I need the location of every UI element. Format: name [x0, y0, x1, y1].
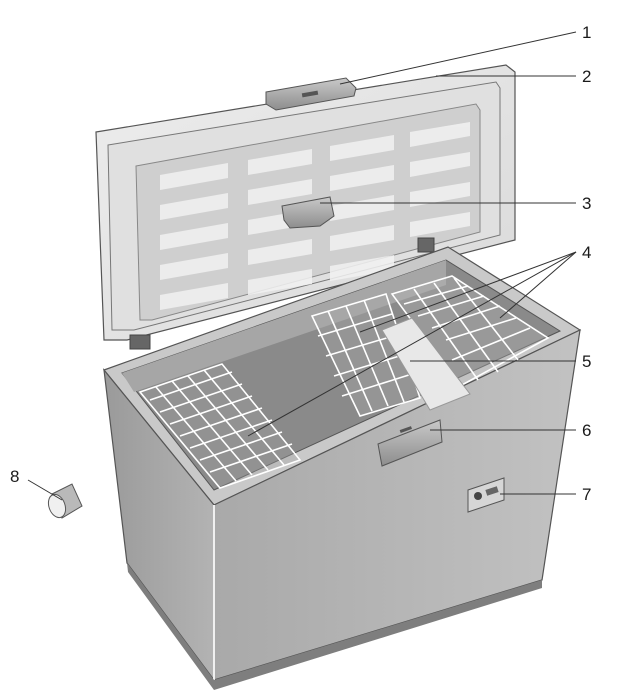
leader-line-4c — [499, 251, 577, 319]
leader-line-4b — [359, 251, 577, 333]
callout-1: 1 — [582, 23, 591, 42]
callout-4: 4 — [582, 243, 591, 262]
callout-2: 2 — [582, 67, 591, 86]
lid — [95, 64, 516, 350]
right-hinge — [417, 237, 435, 253]
callout-5: 5 — [582, 352, 591, 371]
callout-6: 6 — [582, 421, 591, 440]
front-handle[interactable] — [377, 419, 443, 467]
callout-7: 7 — [582, 485, 591, 504]
lid-handle[interactable] — [265, 77, 357, 111]
leader-line-1 — [339, 31, 577, 85]
basket-left[interactable] — [138, 363, 302, 489]
basket-middle[interactable] — [310, 293, 422, 417]
drain-plug-part — [47, 483, 83, 519]
interior-back-wall — [122, 260, 446, 392]
basket-right[interactable] — [390, 275, 550, 388]
basket-divider — [381, 317, 471, 411]
control-panel[interactable] — [467, 477, 505, 513]
lid-inner-slats — [160, 122, 470, 310]
callout-8: 8 — [10, 467, 19, 486]
leader-line-4a — [247, 251, 577, 437]
leader-lines — [27, 31, 577, 501]
left-hinge — [129, 334, 151, 350]
leader-line-8 — [27, 479, 63, 501]
interior-light — [281, 196, 335, 229]
callout-labels: 1 2 3 4 5 6 7 8 — [10, 23, 591, 504]
callout-3: 3 — [582, 194, 591, 213]
